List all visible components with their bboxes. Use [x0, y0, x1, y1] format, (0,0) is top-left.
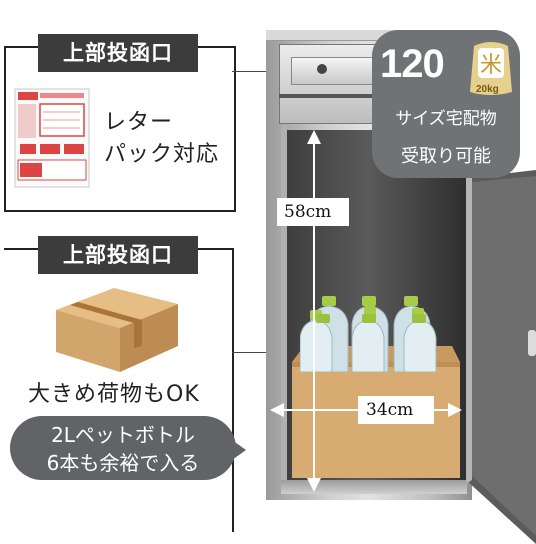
- door-handle[interactable]: [528, 330, 536, 356]
- letterpack-envelope-icon: [14, 88, 90, 188]
- bubble-tail: [232, 440, 246, 460]
- large-parcel-caption: 大きめ荷物もOK: [28, 382, 200, 407]
- letterpack-caption-line2: パック対応: [104, 142, 220, 167]
- bubble-line1: 2Lペットボトル: [51, 423, 195, 447]
- pet-bottle-bubble: 2Lペットボトル 6本も余裕で入る: [10, 416, 236, 480]
- bubble-line2: 6本も余裕で入る: [46, 451, 200, 475]
- badge-weight-label: 20kg: [476, 84, 499, 95]
- compartment-floor: [281, 480, 467, 494]
- compartment-frame: [281, 126, 287, 492]
- badge-line2: 受取り可能: [401, 146, 491, 167]
- panel-tag-top: 上部投函口: [38, 34, 198, 72]
- cardboard-box-icon: [56, 288, 178, 372]
- height-dimension-arrow: [307, 130, 321, 492]
- height-label-box: [277, 198, 349, 226]
- height-dimension-label: 58cm: [284, 202, 332, 222]
- width-dimension-label: 34cm: [366, 400, 414, 420]
- rice-bag-icon: 米: [470, 42, 512, 95]
- width-label-box: [358, 396, 434, 424]
- badge-line1: サイズ宅配物: [395, 109, 497, 129]
- connector-line-top: [232, 71, 276, 72]
- connector-line-bottom: [232, 352, 276, 353]
- svg-text:米: 米: [480, 53, 502, 78]
- open-door[interactable]: [466, 60, 536, 544]
- pet-bottles: [300, 296, 437, 372]
- mail-slot-lock-icon: [317, 64, 327, 74]
- letterpack-caption-line1: レター: [104, 110, 174, 135]
- panel-tag-bottom: 上部投函口: [38, 236, 198, 274]
- badge-size-number: 120: [380, 42, 445, 86]
- cabinet-top-edge: [266, 30, 472, 41]
